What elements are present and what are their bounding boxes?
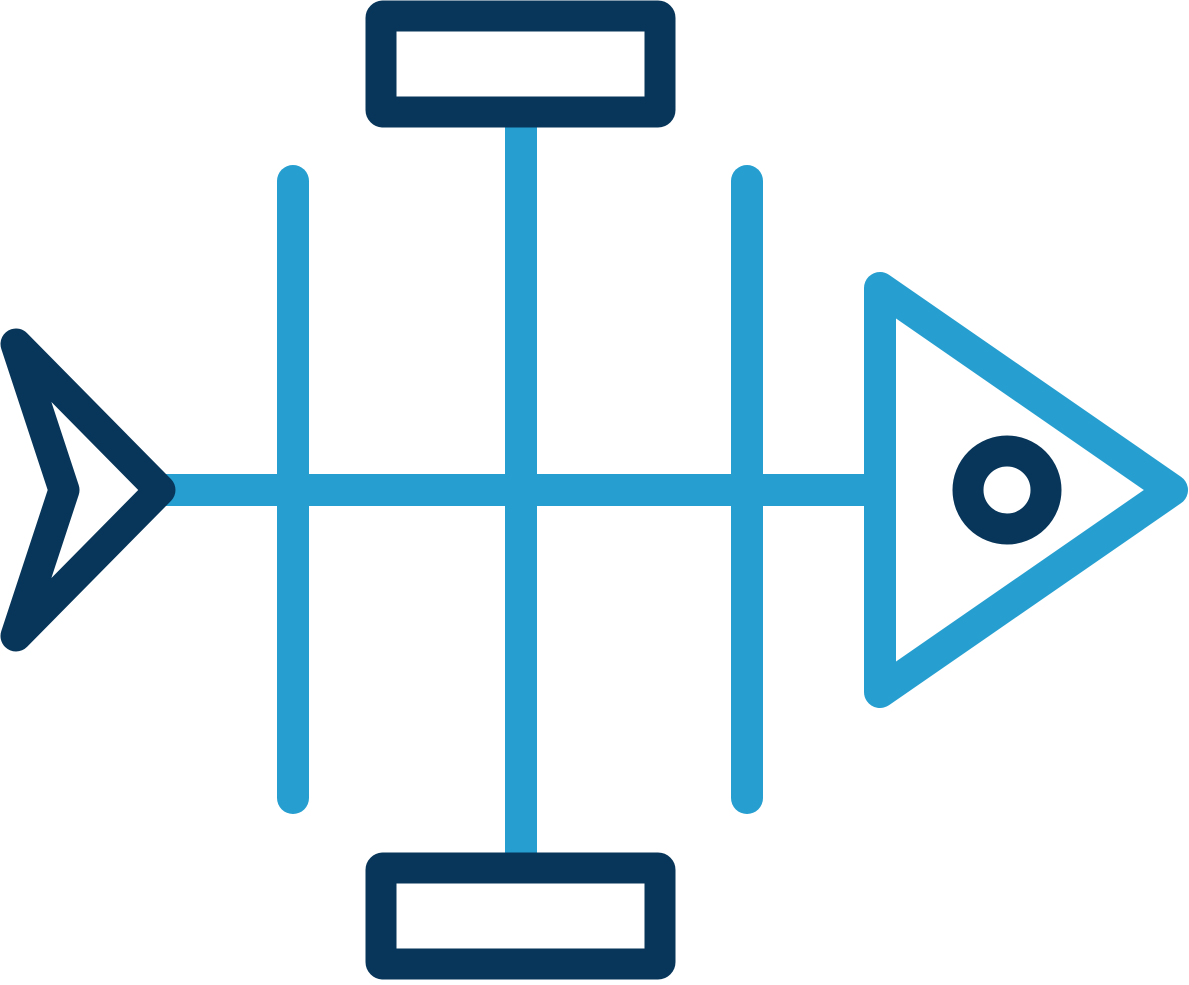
fish-eye-circle — [952, 435, 1062, 545]
fish-head-triangle — [864, 272, 1188, 708]
bottom-cause-box — [365, 852, 676, 980]
top-cause-box — [365, 0, 676, 128]
fish-outline-group — [0, 0, 1062, 980]
fish-skeleton-group — [144, 104, 1188, 876]
fish-tail-shape — [0, 328, 176, 652]
